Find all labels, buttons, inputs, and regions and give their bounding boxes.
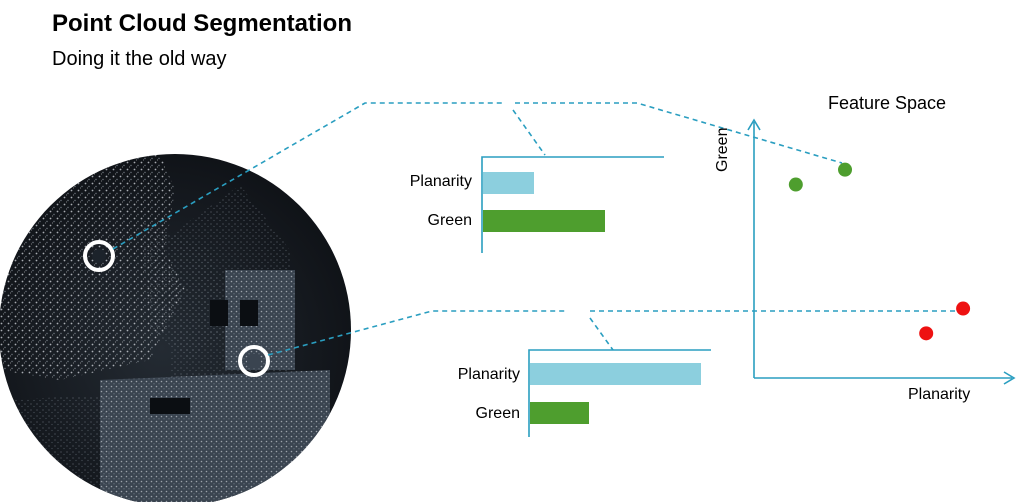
bar-planarity: [483, 172, 534, 194]
bar-planarity: [530, 363, 701, 385]
page-title: Point Cloud Segmentation: [52, 10, 352, 37]
x-axis-arrow: [1003, 371, 1016, 385]
building-point: [956, 301, 971, 316]
connector-house: [267, 310, 568, 356]
house-wall: [225, 270, 295, 370]
bar-panel-1-frame: [481, 156, 664, 253]
selected-point-house: [238, 345, 270, 377]
bar-green: [530, 402, 589, 424]
bar-panel-2-frame: [528, 349, 711, 437]
building-point: [919, 326, 934, 341]
bar-label-planarity: Planarity: [457, 366, 520, 383]
bar-label-green: Green: [427, 212, 472, 229]
connector-lines: [112, 102, 958, 356]
connector-tree: [112, 102, 505, 250]
bar-label-planarity: Planarity: [409, 173, 472, 190]
feature-axes: [747, 118, 1016, 385]
garage-wall: [100, 370, 330, 502]
connector-tree-feature: [515, 102, 843, 164]
window: [150, 398, 190, 414]
y-axis-arrow: [747, 118, 761, 131]
feature-space-title: Feature Space: [828, 93, 947, 113]
vegetation-point: [788, 177, 803, 192]
selected-point-tree: [83, 240, 115, 272]
feature-points: [788, 162, 971, 341]
window: [240, 300, 258, 326]
connector-house-bar: [589, 317, 614, 351]
vegetation-point: [838, 162, 853, 177]
x-axis-label: Planarity: [908, 386, 971, 403]
bar-green: [483, 210, 605, 232]
connector-tree-bar: [512, 109, 546, 156]
bar-label-green: Green: [475, 405, 520, 422]
window: [210, 300, 228, 326]
y-axis-label: Green: [714, 127, 731, 172]
foreground-wall: [0, 395, 110, 502]
page-subtitle: Doing it the old way: [52, 48, 227, 70]
point-cloud-lens: [0, 154, 351, 502]
